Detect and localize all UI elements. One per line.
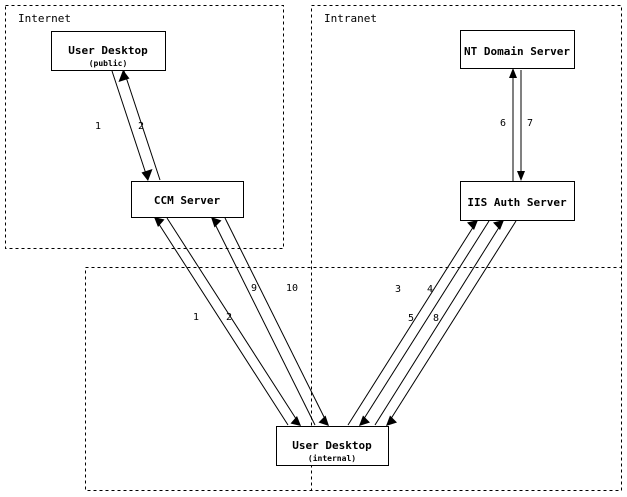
step-label-6: 6: [500, 118, 506, 129]
zone-internet: Internet: [5, 5, 284, 249]
step-label-8: 8: [433, 313, 439, 324]
zone-lower-border: [85, 267, 622, 491]
flow-internal-ccm-12: [154, 217, 301, 426]
step-label-5: 5: [408, 313, 414, 324]
node-user-desktop-public-box[interactable]: [51, 31, 166, 71]
step-label-10: 10: [286, 283, 298, 294]
node-nt-domain-server[interactable]: NT Domain Server: [460, 30, 575, 69]
zone-intranet-label: Intranet: [324, 12, 377, 25]
flow-internal-iis-34: [347, 220, 490, 426]
step-label-4: 4: [427, 284, 433, 295]
node-iis-auth-server-box[interactable]: [460, 181, 575, 221]
node-ccm-server-title: CCM Server: [154, 194, 221, 207]
node-ccm-server-box[interactable]: [131, 181, 244, 218]
node-user-desktop-public[interactable]: User Desktop (public): [51, 31, 166, 71]
node-iis-auth-server-title: IIS Auth Server: [467, 196, 567, 209]
flow-iis-nt: [509, 68, 525, 181]
zone-lower: [85, 267, 622, 491]
step-label-9: 9: [251, 283, 257, 294]
node-user-desktop-internal-subtitle: (internal): [308, 453, 356, 463]
node-nt-domain-server-title: NT Domain Server: [464, 45, 570, 58]
flow-public-ccm: [111, 70, 161, 181]
zone-internet-label: Internet: [18, 12, 71, 25]
node-user-desktop-internal-box[interactable]: [276, 426, 389, 466]
flow-internal-ccm-910: [211, 217, 329, 426]
node-iis-auth-server[interactable]: IIS Auth Server: [460, 181, 575, 221]
node-ccm-server[interactable]: CCM Server: [131, 181, 244, 218]
flow-internal-iis-58: [374, 220, 517, 426]
step-label-1-internal: 1: [193, 312, 199, 323]
node-nt-domain-server-box[interactable]: [460, 30, 575, 69]
step-label-7: 7: [527, 118, 533, 129]
node-user-desktop-internal-title: User Desktop: [292, 439, 372, 452]
step-label-2-internal: 2: [226, 312, 232, 323]
zone-internet-border: [5, 5, 284, 249]
step-label-2-public: 2: [138, 121, 144, 132]
node-user-desktop-public-title: User Desktop: [68, 44, 148, 57]
node-user-desktop-public-subtitle: (public): [89, 58, 128, 68]
node-user-desktop-internal[interactable]: User Desktop (internal): [276, 426, 389, 466]
zone-intranet: Intranet: [311, 5, 622, 491]
step-label-1-public: 1: [95, 121, 101, 132]
zone-intranet-border: [311, 5, 622, 491]
step-label-3: 3: [395, 284, 401, 295]
